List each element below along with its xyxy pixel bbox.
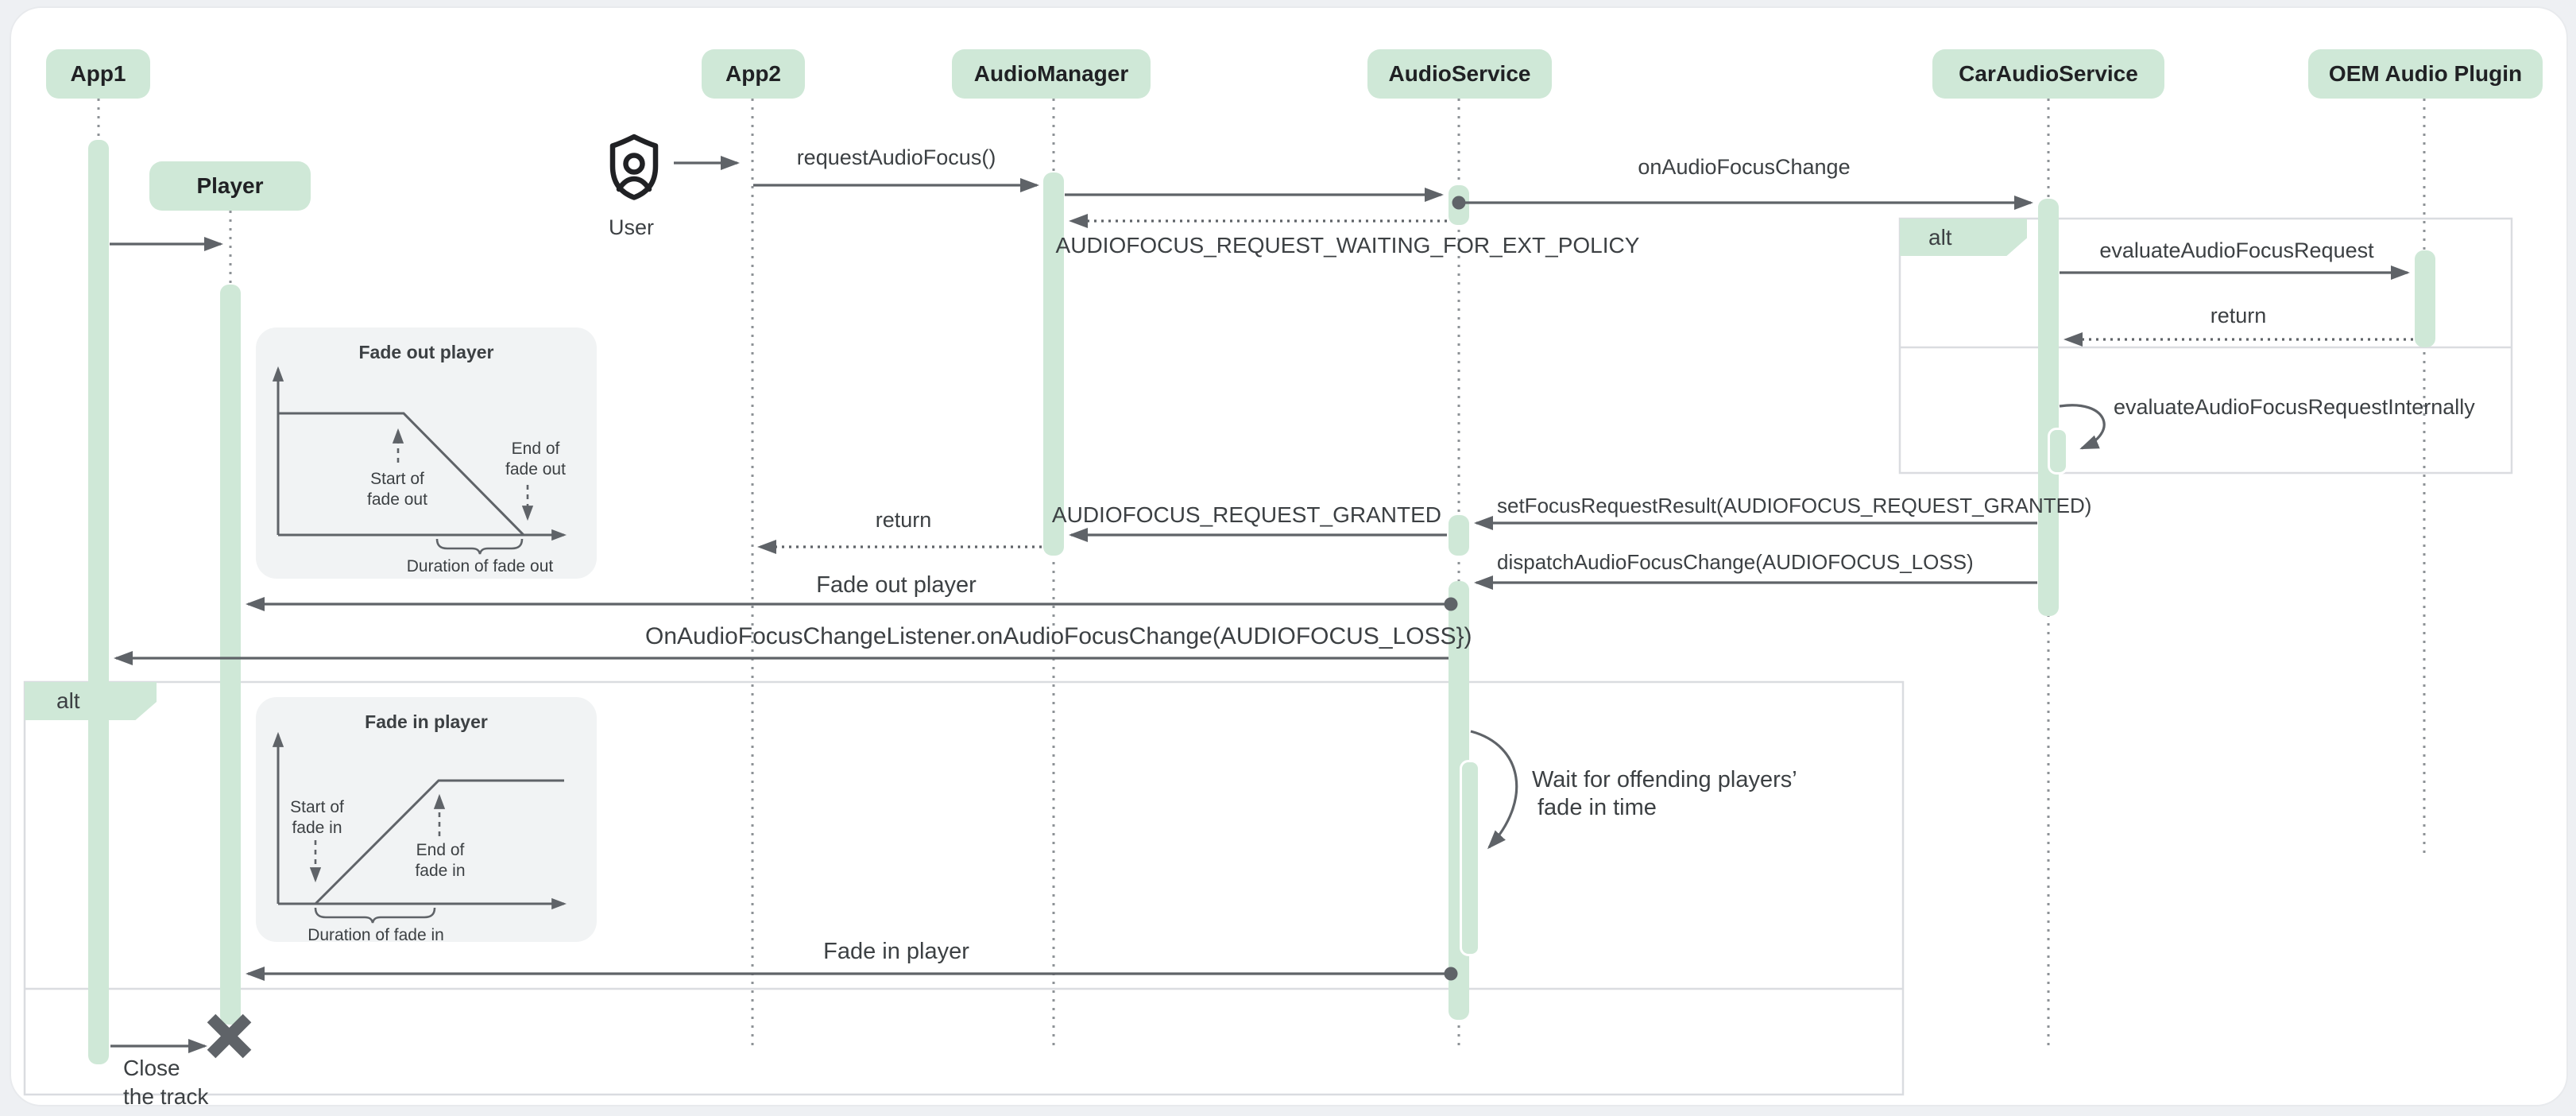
participant-audiomanager-label: AudioManager [973,61,1129,86]
label-fade-in-player: Fade in player [823,939,969,964]
participant-oem-plugin-label: OEM Audio Plugin [2328,61,2523,86]
activation-player [220,285,241,1025]
inset-fade-out-graphic [272,366,567,555]
alt-left-label: alt [56,688,80,713]
inset-fade-out-end-label: End of fade out [505,440,566,479]
close-x-icon [207,1013,252,1059]
label-on-audio-focus-change: onAudioFocusChange [1638,155,1851,179]
label-evaluate-internally: evaluateAudioFocusRequestInternally [2114,395,2475,419]
dot-on-audio-focus-change [1452,196,1466,210]
dot-fade-out [1444,597,1458,611]
alt-right-label: alt [1928,224,1952,250]
participant-app2: App2 [702,49,805,99]
inset-fade-in-duration-label: Duration of fade in [307,926,444,944]
label-evaluate-request: evaluateAudioFocusRequest [2099,238,2374,262]
player-object-box: Player [149,161,311,211]
inset-fade-out-duration-label: Duration of fade out [406,557,554,575]
inset-fade-in-graphic [272,731,567,924]
activation-caraudioservice-internal [2048,428,2068,475]
dot-fade-in [1444,967,1458,981]
label-fade-out-player: Fade out player [816,572,977,598]
label-manager-return: return [875,508,932,532]
alt-fragment-right-tab: alt [1900,219,2027,256]
label-wait-line2: fade in time [1537,795,1657,820]
user-label: User [609,215,655,239]
activation-audiomanager [1043,172,1064,556]
inset-fade-out-start-label: Start of fade out [367,470,427,509]
label-close-line1: Close [123,1056,180,1080]
label-request-waiting: AUDIOFOCUS_REQUEST_WAITING_FOR_EXT_POLIC… [1055,233,1640,258]
activation-audioservice-2 [1449,515,1469,556]
inset-fade-out-title: Fade out player [358,342,494,362]
activation-app1 [88,140,109,1064]
activation-oem-plugin [2415,250,2435,347]
inset-fade-in-end-label: End of fade in [415,841,466,880]
user-icon [609,134,659,200]
arrow-evaluate-internally-selfcall [2059,404,2106,450]
inset-fade-in-start-label: Start of fade in [290,798,344,837]
label-listener-callback: OnAudioFocusChangeListener.onAudioFocusC… [645,623,1472,649]
participant-app2-label: App2 [725,61,781,86]
label-close-line2: the track [123,1084,209,1109]
participant-app1-label: App1 [70,61,126,86]
activation-audioservice-wait [1460,760,1480,956]
label-evaluate-return: return [2210,304,2267,327]
participant-audioservice: AudioService [1367,49,1552,99]
participant-audioservice-label: AudioService [1388,61,1531,86]
inset-fade-in-title: Fade in player [365,711,488,732]
participant-caraudioservice-label: CarAudioService [1959,61,2138,86]
label-set-focus-result: setFocusRequestResult(AUDIOFOCUS_REQUEST… [1497,494,2092,517]
label-wait-line1: Wait for offending players’ [1532,767,1797,792]
label-dispatch-loss: dispatchAudioFocusChange(AUDIOFOCUS_LOSS… [1497,550,1974,574]
alt-fragment-right-frame [1898,217,2513,475]
inset-fade-in-chart: Fade in player Start of fade in End of f… [256,697,597,944]
activation-caraudioservice [2038,199,2059,616]
participant-app1: App1 [46,49,150,99]
alt-fragment-left-frame [23,680,1905,1096]
participant-oem-plugin: OEM Audio Plugin [2308,49,2543,99]
inset-fade-out-chart: Fade out player Start of fade out End of… [256,327,597,579]
participant-caraudioservice: CarAudioService [1932,49,2164,99]
alt-fragment-left-tab: alt [25,682,157,720]
label-request-audio-focus: requestAudioFocus() [796,145,996,169]
arrow-wait-selfcall [1470,730,1518,850]
label-request-granted: AUDIOFOCUS_REQUEST_GRANTED [1051,502,1441,527]
participant-audiomanager: AudioManager [952,49,1151,99]
player-box-label: Player [196,173,264,198]
